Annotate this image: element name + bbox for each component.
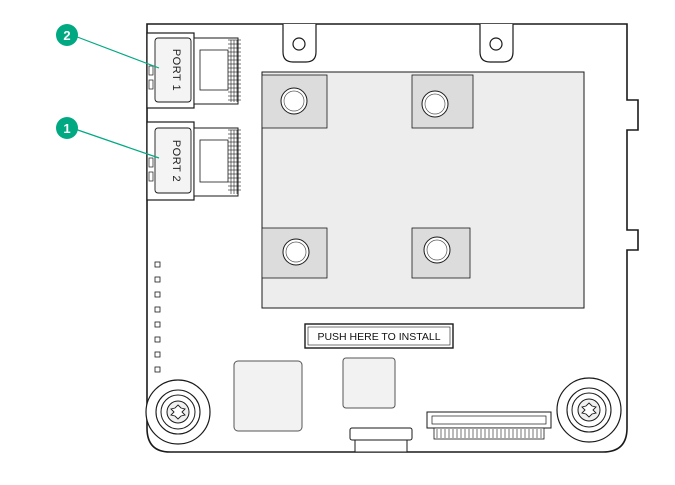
bottom-edge-connector [426, 411, 552, 440]
captive-screw-right [556, 377, 622, 443]
callout-2-leader [71, 34, 160, 69]
chip-large [233, 360, 303, 432]
captive-screw-left [145, 379, 211, 445]
port-2-pin-row [228, 129, 241, 194]
bottom-edge-connector-pins [436, 429, 542, 438]
callout-1-number: 1 [63, 121, 70, 136]
port-1-connector: PORT 1 [146, 32, 241, 109]
port-2-connector: PORT 2 [146, 121, 241, 201]
push-here-label: PUSH HERE TO INSTALL [304, 323, 454, 349]
port-1-label: PORT 1 [170, 49, 182, 91]
mounting-tab-left [282, 24, 317, 63]
torx-head-icon [170, 404, 186, 420]
callout-1: 1 [56, 117, 160, 159]
bottom-small-connector [349, 427, 413, 453]
push-here-text: PUSH HERE TO INSTALL [317, 331, 440, 343]
callout-1-leader [71, 127, 160, 159]
callout-2-number: 2 [63, 28, 70, 43]
led-column [154, 261, 161, 373]
port-1-pin-row [228, 39, 241, 102]
chip-small [342, 357, 396, 409]
standoff-bottom-right [411, 227, 471, 279]
port-2-label: PORT 2 [170, 140, 182, 182]
torx-head-icon [581, 402, 597, 418]
callout-2: 2 [56, 24, 160, 69]
standoff-top-left [261, 74, 328, 129]
callout-1-badge [56, 117, 78, 139]
standoff-bottom-left [261, 227, 328, 279]
standoff-top-right [411, 74, 474, 129]
callout-2-badge [56, 24, 78, 46]
mounting-tab-right [479, 24, 514, 63]
